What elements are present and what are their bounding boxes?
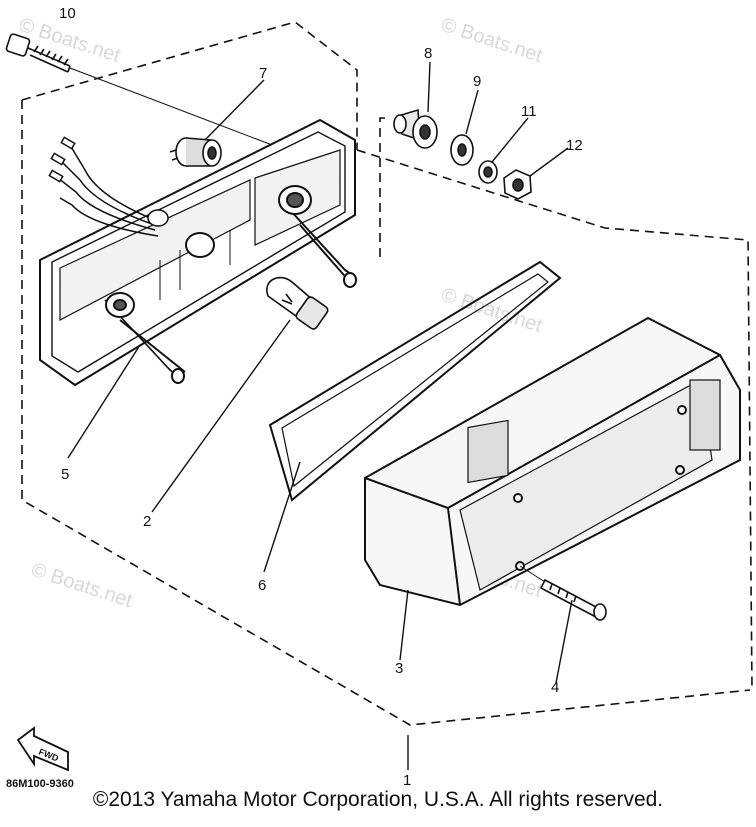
callout-5: 5 <box>61 466 69 483</box>
callout-9: 9 <box>473 73 481 90</box>
gasket-6 <box>268 260 562 502</box>
lock-washer-11 <box>478 160 498 184</box>
leader-lines <box>67 61 573 770</box>
callout-12: 12 <box>566 137 583 154</box>
screw-4 <box>519 565 607 621</box>
washer-9 <box>450 134 474 166</box>
copyright-text: ©2013 Yamaha Motor Corporation, U.S.A. A… <box>92 788 664 811</box>
watermark: © Boats.net <box>438 14 545 67</box>
lens-3 <box>364 316 741 607</box>
diagram-code: 86M100-9360 <box>6 778 74 790</box>
callout-8: 8 <box>424 45 432 62</box>
fwd-arrow-icon: FWD <box>16 726 69 772</box>
watermark: © Boats.net <box>28 559 135 612</box>
bolt-10 <box>5 33 281 149</box>
lamp-base-housing <box>39 118 357 387</box>
grommet-7 <box>169 137 222 167</box>
callout-1: 1 <box>403 772 411 789</box>
assembly-boundary-lower <box>379 117 385 260</box>
callout-2: 2 <box>143 513 151 530</box>
callout-10: 10 <box>59 5 76 22</box>
assembly-boundary-upper <box>21 21 753 726</box>
callout-6: 6 <box>258 577 266 594</box>
callout-3: 3 <box>395 660 403 677</box>
callout-7: 7 <box>259 65 267 82</box>
collar-8 <box>393 108 438 149</box>
callout-11: 11 <box>521 103 537 120</box>
callout-4: 4 <box>551 679 559 696</box>
wire-harness <box>48 136 169 237</box>
bulb-2 <box>266 276 329 330</box>
nut-12 <box>503 169 532 200</box>
